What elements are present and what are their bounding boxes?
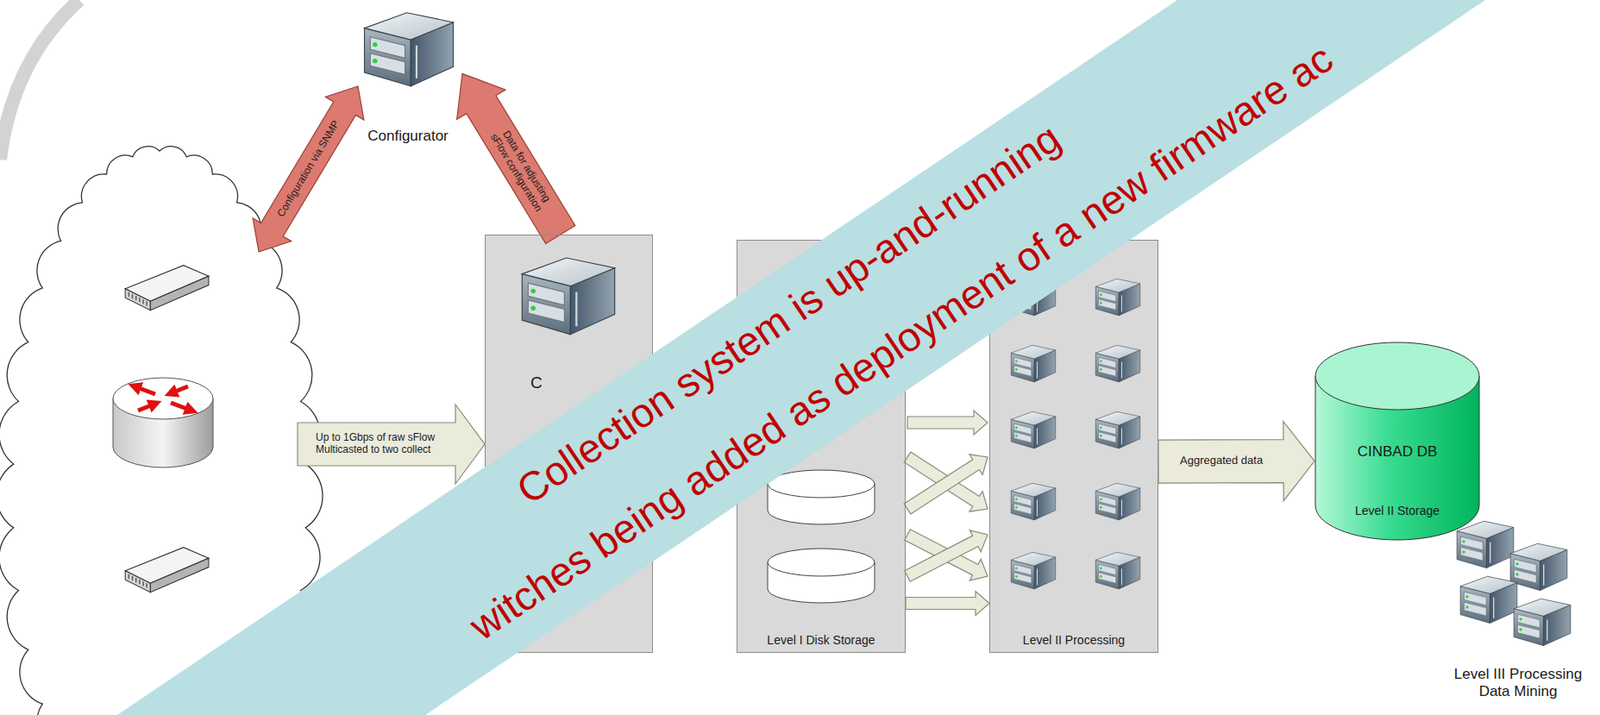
router-icon <box>112 377 214 468</box>
template-swoosh <box>0 0 80 160</box>
processing-panel: Level II Processing <box>989 239 1159 653</box>
block-arrow-connector <box>457 73 576 244</box>
banner-text: witches being added as deployment of a n… <box>461 35 1341 648</box>
panel-grounds <box>484 234 1159 653</box>
node-title: Level III Processing Data Mining <box>1439 665 1597 700</box>
block-arrow-connector <box>905 591 990 616</box>
server-icon <box>364 12 454 87</box>
arrow-label: Data for adjusting sFlow configuration <box>483 119 558 220</box>
server-rack <box>1010 278 1140 590</box>
storage-panel: Level I Disk Storage <box>736 239 906 653</box>
node-title: Level II Processing <box>1022 633 1125 647</box>
server-box: Configurator <box>353 6 463 156</box>
fanout-arrow <box>907 410 988 435</box>
cylinder-outline <box>1314 341 1481 541</box>
cluster-box: Level III Processing Data Mining <box>1439 508 1597 711</box>
arrow-label: Configuration via SNMP <box>275 118 343 220</box>
node-title: CINBAD DB <box>1357 443 1438 461</box>
node-title: Configurator <box>367 127 449 145</box>
block-arrow <box>297 404 485 484</box>
database-cylinder: CINBAD DB Level II Storage <box>1314 341 1481 541</box>
node-title: Level I Disk Storage <box>766 633 875 647</box>
block-arrow <box>252 86 364 252</box>
server-icon <box>521 257 615 335</box>
switch-icon <box>125 547 209 593</box>
arrow-label: Aggregated data <box>1179 454 1262 468</box>
fanout-arrow <box>903 454 988 515</box>
node-subtitle: Level II Storage <box>1355 503 1440 518</box>
arrow-label: Up to 1Gbps of raw sFlow Multicasted to … <box>315 432 446 457</box>
switch-icon <box>125 265 209 311</box>
fanout-arrows <box>903 410 988 582</box>
node-title: C <box>530 373 543 393</box>
disk-icon <box>767 470 875 603</box>
server-cluster <box>1456 520 1571 646</box>
collector-panel: C <box>484 234 653 653</box>
banner-text: Collection system is up-and-running <box>508 115 1068 514</box>
block-arrow-connector <box>1158 421 1315 502</box>
fanout-arrow <box>904 530 988 582</box>
